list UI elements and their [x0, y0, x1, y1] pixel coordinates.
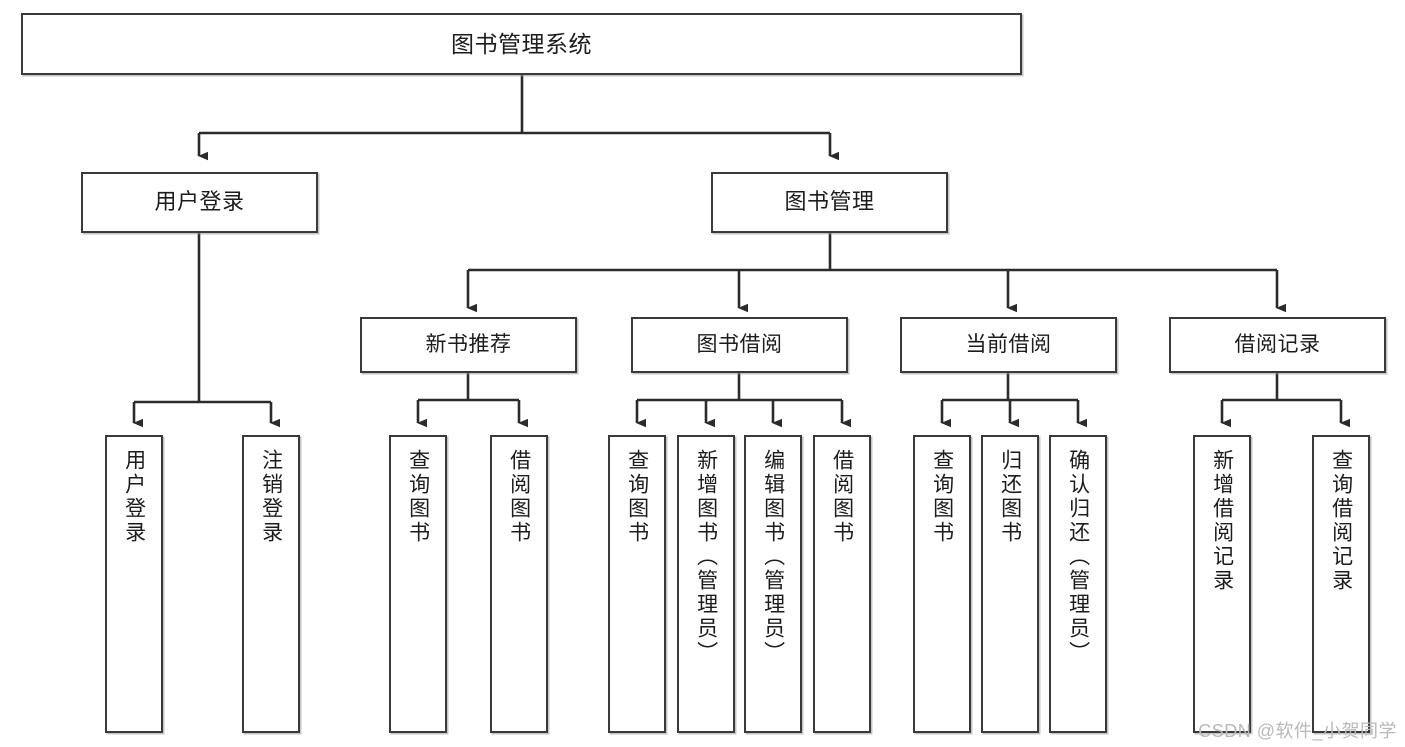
node-root-label: 图书管理系统 [451, 30, 592, 57]
leaf-user-login[interactable]: 用户登录 [105, 435, 163, 733]
leaf-return-book[interactable]: 归还图书 [981, 435, 1039, 733]
leaf-user-login-label: 用户登录 [122, 449, 146, 545]
node-current-borrow[interactable]: 当前借阅 [900, 317, 1117, 373]
node-borrow-record[interactable]: 借阅记录 [1169, 317, 1386, 373]
leaf-add-book[interactable]: 新增图书（管理员） [677, 435, 735, 733]
leaf-query-book-2-label: 查询图书 [625, 449, 649, 545]
leaf-borrow-book-2-label: 借阅图书 [830, 449, 854, 545]
csdn-watermark: CSDN @软件_小贺同学 [1198, 721, 1397, 741]
leaf-edit-book-label: 编辑图书（管理员） [761, 449, 785, 665]
leaf-confirm-return-label: 确认归还（管理员） [1066, 449, 1090, 665]
leaf-add-record-label: 新增借阅记录 [1210, 449, 1234, 593]
leaf-query-book-1[interactable]: 查询图书 [389, 435, 447, 733]
node-new-book-recommend[interactable]: 新书推荐 [360, 317, 577, 373]
node-root[interactable]: 图书管理系统 [21, 13, 1022, 75]
leaf-add-record[interactable]: 新增借阅记录 [1193, 435, 1251, 733]
node-new-book-recommend-label: 新书推荐 [425, 333, 512, 357]
node-borrow-record-label: 借阅记录 [1234, 333, 1321, 357]
leaf-add-book-label: 新增图书（管理员） [694, 449, 718, 665]
leaf-return-book-label: 归还图书 [998, 449, 1022, 545]
node-user-login-label: 用户登录 [154, 189, 245, 215]
leaf-borrow-book-1-label: 借阅图书 [507, 449, 531, 545]
node-user-login[interactable]: 用户登录 [81, 172, 318, 233]
node-book-management-label: 图书管理 [784, 189, 875, 215]
leaf-borrow-book-2[interactable]: 借阅图书 [813, 435, 871, 733]
leaf-query-record-label: 查询借阅记录 [1329, 449, 1353, 593]
leaf-query-book-3[interactable]: 查询图书 [913, 435, 971, 733]
leaf-logout-login[interactable]: 注销登录 [242, 435, 300, 733]
leaf-query-book-1-label: 查询图书 [406, 449, 430, 545]
node-book-borrow[interactable]: 图书借阅 [631, 317, 848, 373]
leaf-query-book-3-label: 查询图书 [930, 449, 954, 545]
leaf-confirm-return[interactable]: 确认归还（管理员） [1049, 435, 1107, 733]
node-book-borrow-label: 图书借阅 [696, 333, 783, 357]
leaf-query-book-2[interactable]: 查询图书 [608, 435, 666, 733]
leaf-logout-login-label: 注销登录 [259, 449, 283, 545]
leaf-borrow-book-1[interactable]: 借阅图书 [490, 435, 548, 733]
leaf-edit-book[interactable]: 编辑图书（管理员） [744, 435, 802, 733]
leaf-query-record[interactable]: 查询借阅记录 [1312, 435, 1370, 733]
node-book-management[interactable]: 图书管理 [711, 172, 948, 233]
node-current-borrow-label: 当前借阅 [965, 333, 1052, 357]
